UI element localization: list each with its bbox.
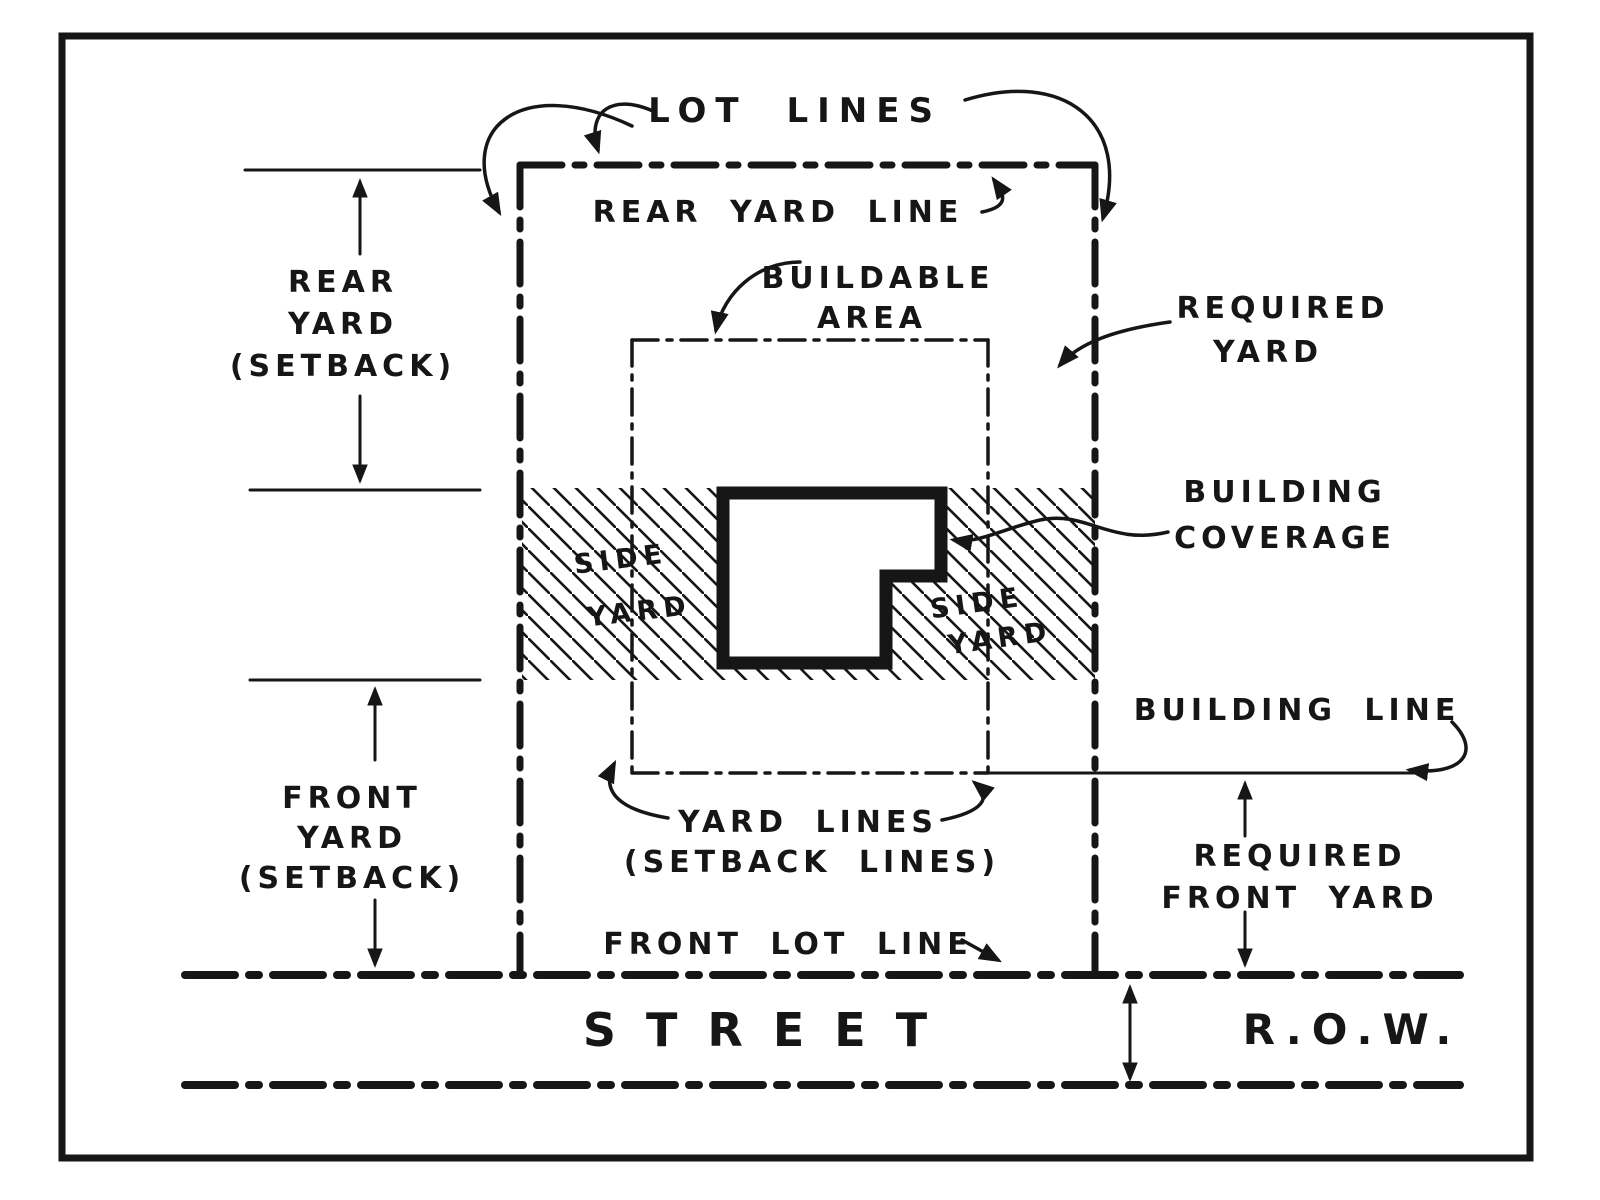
building-coverage-leader [949, 516, 1170, 552]
front-lot-line-label: FRONT LOT LINE [603, 927, 972, 962]
yard-lines-arrow-left [597, 759, 670, 820]
rear-yard-line-label: REAR YARD LINE [593, 195, 964, 230]
yard-lines-label-line2: (SETBACK LINES) [624, 845, 1000, 880]
building-line-label: BUILDING LINE [1134, 693, 1461, 728]
lot-boundary-lines [516, 161, 1099, 979]
front-lot-line-arrow [960, 938, 1002, 963]
callout-arrows [482, 89, 1468, 963]
buildable-area-arrow [710, 260, 802, 335]
rear-yard-setback-label-line1: REAR [288, 265, 398, 300]
rear-yard-line-arrow [980, 176, 1012, 214]
yard-lines-arrow-right [940, 780, 995, 822]
required-yard-label-line1: REQUIRED [1176, 291, 1389, 326]
lot-lines-arrow-right [963, 89, 1117, 223]
rear-yard-dimension [243, 168, 482, 492]
building-coverage-footprint [716, 486, 948, 670]
buildable-area-label-line2: AREA [817, 301, 927, 336]
lot-lines-arrow-left [482, 103, 634, 216]
rear-yard-setback-label-line3: (SETBACK) [230, 349, 456, 384]
required-yard-arrow [1057, 320, 1172, 369]
required-yard-label-line2: YARD [1212, 335, 1323, 370]
buildable-area-boundary [630, 338, 990, 775]
building-coverage-label-line1: BUILDING [1183, 475, 1386, 510]
front-yard-setback-label-line2: YARD [296, 821, 407, 856]
row-label: R.O.W. [1243, 1005, 1462, 1054]
required-front-yard-label-line2: FRONT YARD [1161, 881, 1438, 916]
rear-yard-setback-label-line2: YARD [287, 307, 398, 342]
building-coverage-label-line2: COVERAGE [1174, 521, 1396, 556]
front-yard-setback-label-line1: FRONT [282, 781, 422, 816]
front-yard-dimension [248, 678, 482, 968]
building-line-arrow [1405, 720, 1468, 782]
buildable-area-label-line1: BUILDABLE [761, 261, 994, 296]
front-yard-setback-label-line3: (SETBACK) [239, 861, 465, 896]
street-label: STREET [583, 1003, 957, 1057]
lot-lines-arrow-top [583, 102, 657, 155]
required-front-yard-label-line1: REQUIRED [1193, 839, 1406, 874]
yard-lines-label-line1: YARD LINES [677, 805, 938, 840]
lot-lines-label: LOT LINES [648, 91, 942, 131]
